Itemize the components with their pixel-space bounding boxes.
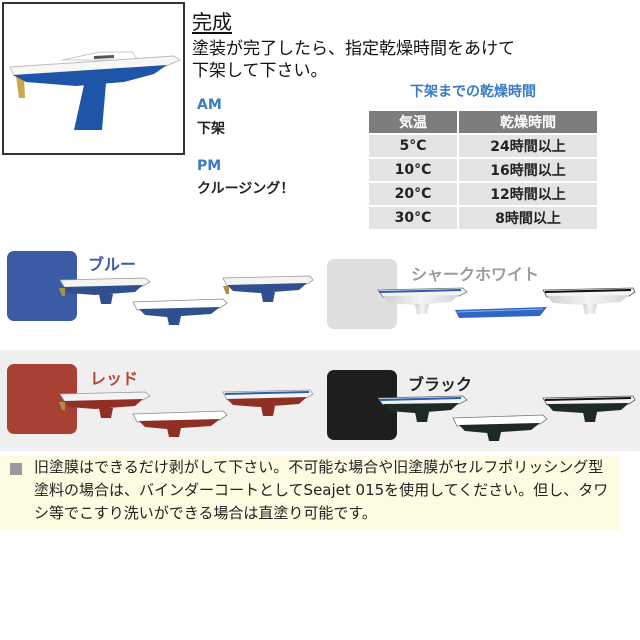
drying-time-cell: 8時間以上 <box>459 207 597 229</box>
drying-time-title: 下架までの乾燥時間 <box>410 84 536 100</box>
red-color-label: レッド <box>90 369 139 388</box>
pm-label: PM <box>197 158 222 174</box>
table-row: 20°C 12時間以上 <box>369 183 597 205</box>
am-label: AM <box>197 97 222 113</box>
drying-time-cell: 12時間以上 <box>459 183 597 205</box>
drying-time-cell: 24時間以上 <box>459 135 597 157</box>
blue-color-label: ブルー <box>88 255 137 274</box>
finished-boat-image <box>2 2 185 155</box>
boat-illustration <box>9 51 182 130</box>
temperature-cell: 10°C <box>369 159 457 181</box>
pm-text: クルージング！ <box>197 181 295 197</box>
shark-white-color-label: シャークホワイト <box>411 265 540 284</box>
table-header-row: 気温 乾燥時間 <box>369 111 597 133</box>
black-boat-previews <box>377 395 636 441</box>
note-text: 旧塗膜はできるだけ剥がして下さい。不可能な場合や旧塗膜がセルフポリッシング型塗料… <box>34 458 609 522</box>
temperature-cell: 5°C <box>369 135 457 157</box>
table-row: 10°C 16時間以上 <box>369 159 597 181</box>
drying-time-cell: 16時間以上 <box>459 159 597 181</box>
table-row: 5°C 24時間以上 <box>369 135 597 157</box>
instruction-text: 塗装が完了したら、指定乾燥時間をあけて下架して下さい。 <box>192 39 515 81</box>
note-box <box>0 456 620 530</box>
am-text: 下架 <box>197 121 225 137</box>
blue-boat-previews <box>59 275 314 325</box>
header-drying-time: 乾燥時間 <box>459 111 597 133</box>
shark-white-boat-previews <box>377 287 636 318</box>
page-title: 完成 <box>192 10 232 34</box>
black-color-label: ブラック <box>408 375 473 394</box>
table-row: 30°C 8時間以上 <box>369 207 597 229</box>
note-bullet-icon <box>10 463 22 475</box>
temperature-cell: 20°C <box>369 183 457 205</box>
drying-time-table: 気温 乾燥時間 5°C 24時間以上 10°C 16時間以上 20°C 12時間… <box>367 109 599 231</box>
header-temperature: 気温 <box>369 111 457 133</box>
red-boat-previews <box>59 389 314 437</box>
temperature-cell: 30°C <box>369 207 457 229</box>
